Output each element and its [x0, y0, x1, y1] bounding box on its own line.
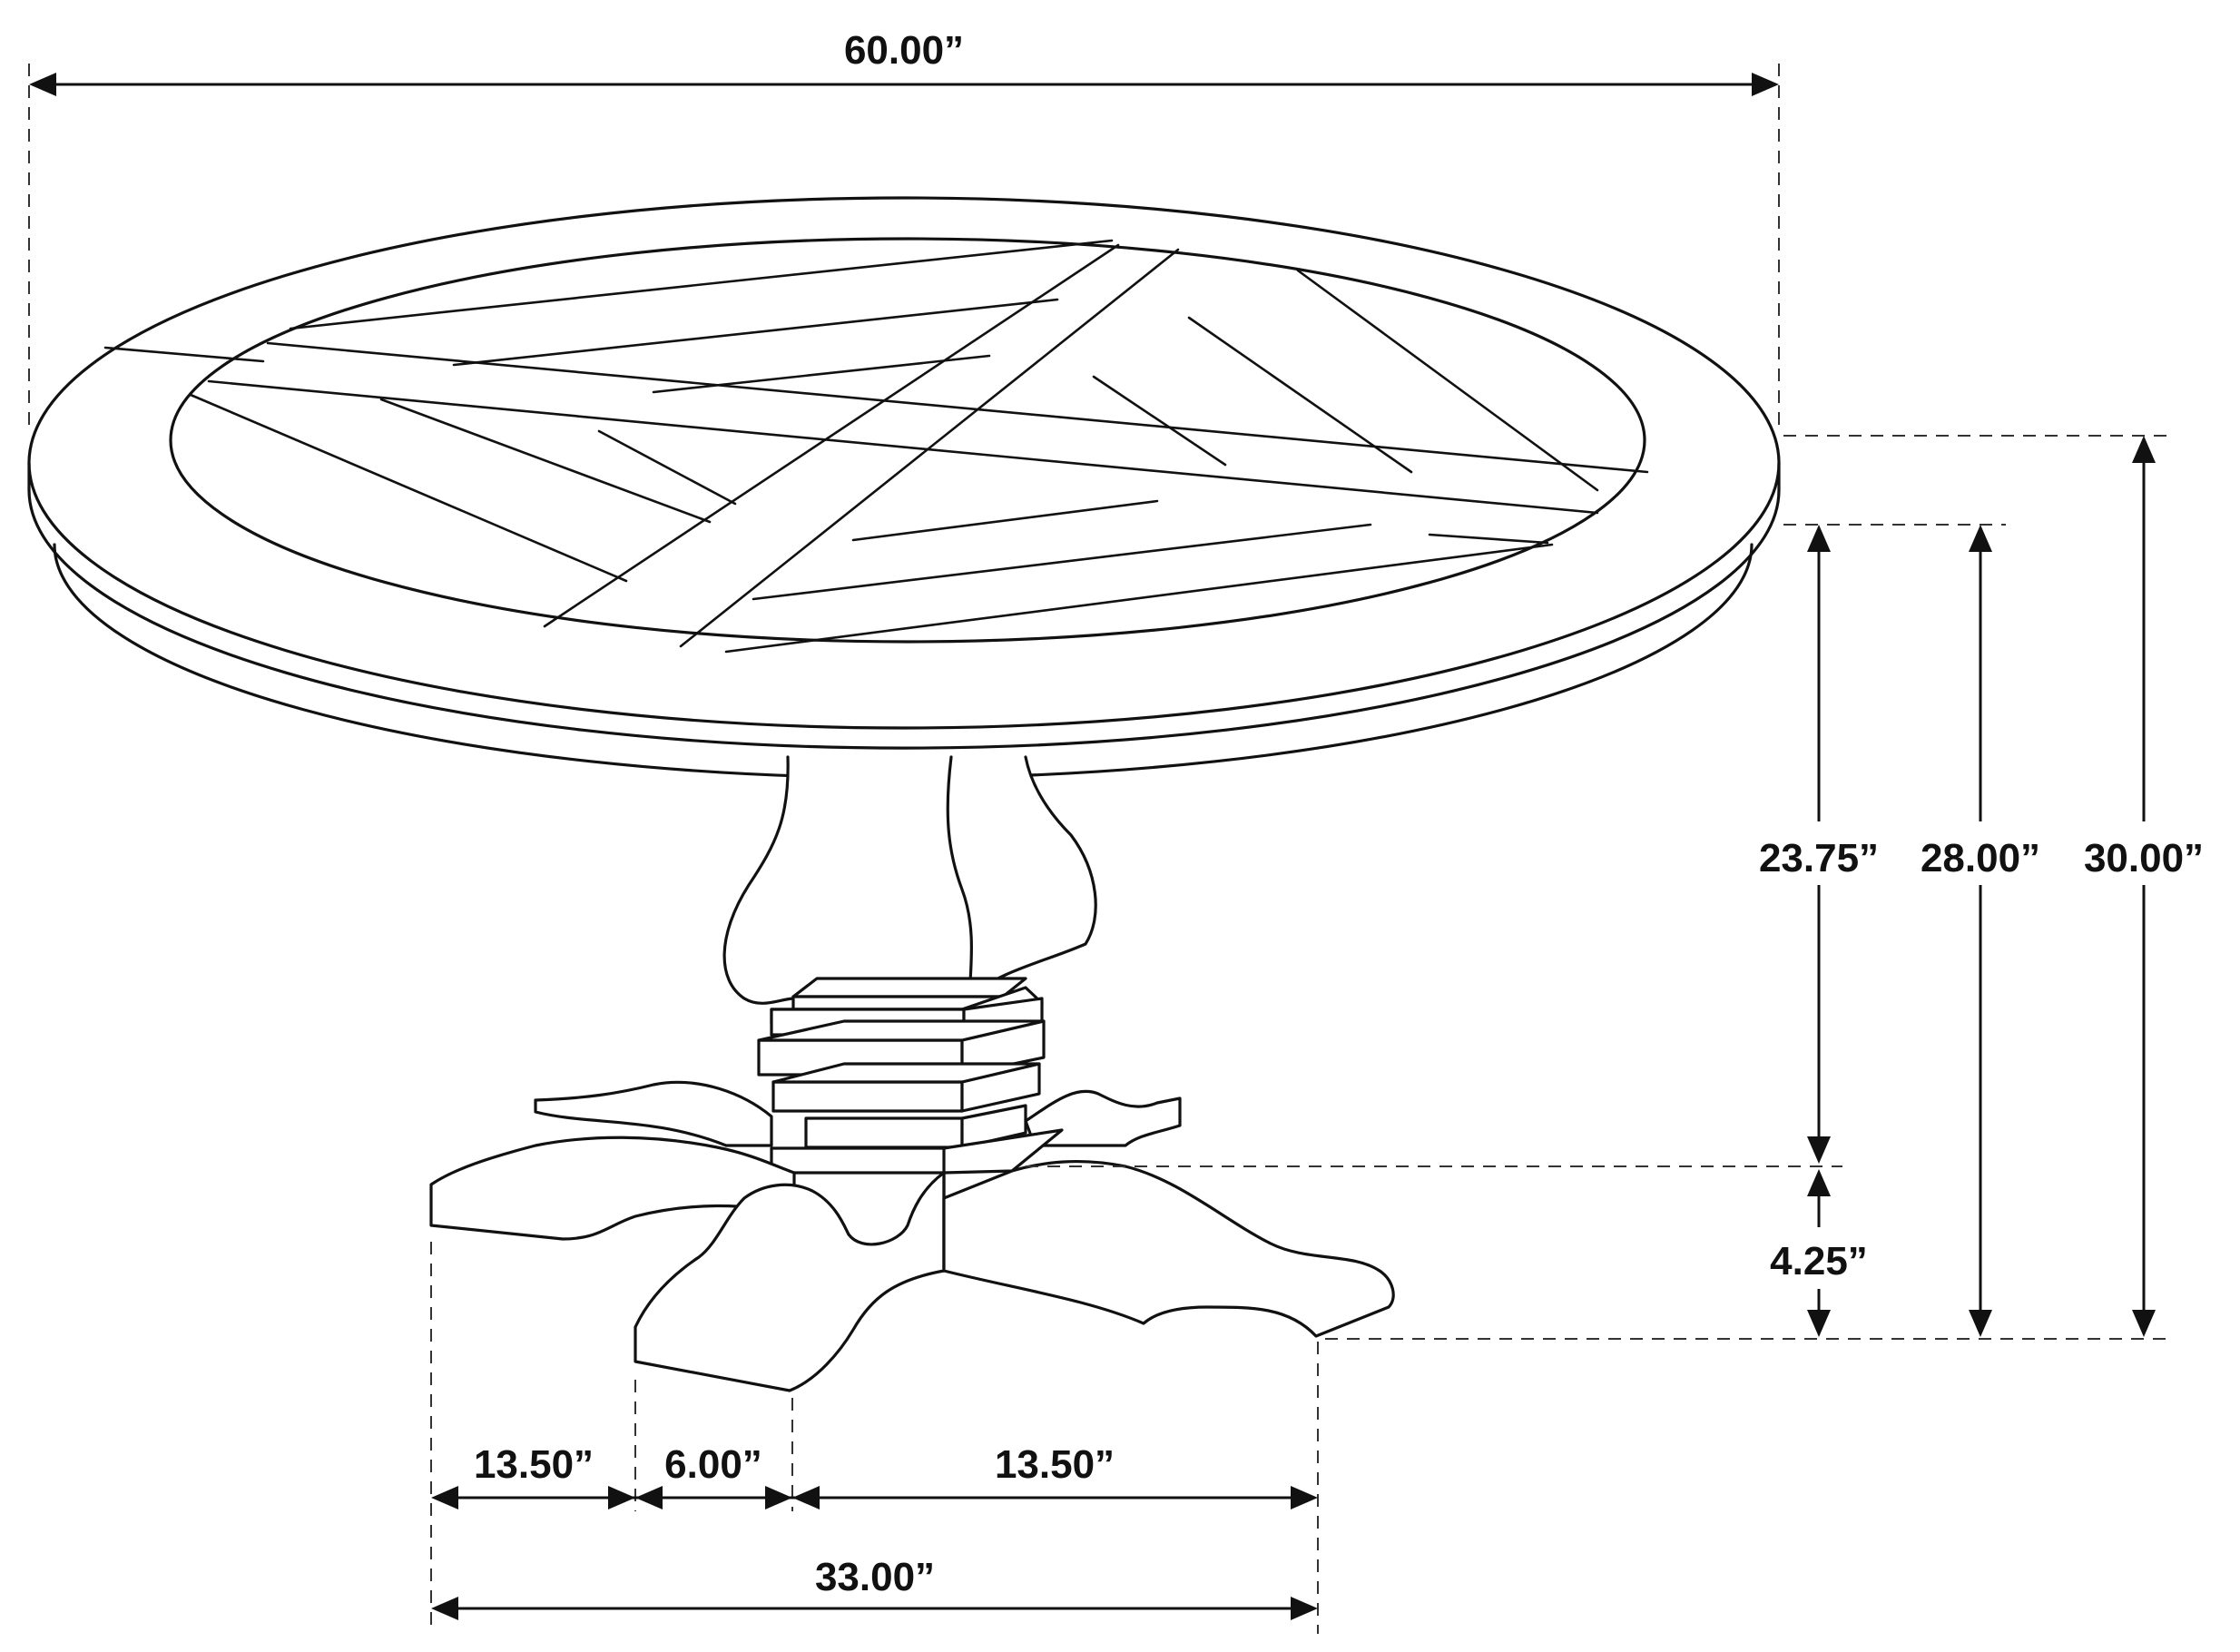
- dim-underside-height: 28.00”: [1906, 525, 2060, 1337]
- label-base-center: 6.00”: [664, 1442, 762, 1487]
- pedestal: [429, 755, 1395, 1392]
- top-underside-edge: [53, 543, 1754, 780]
- leg-front-right: [942, 1159, 1395, 1338]
- leg-front-center: [634, 1171, 946, 1392]
- label-top-width: 60.00”: [844, 28, 964, 73]
- pedestal-baluster: [722, 755, 1097, 1005]
- leg-back-left: [534, 1080, 773, 1147]
- top-outer-rim: [27, 196, 1781, 730]
- extension-lines: [28, 64, 2169, 1634]
- dim-foot-height: 4.25”: [1756, 1169, 1883, 1337]
- label-apron-height: 23.75”: [1759, 836, 1879, 880]
- label-underside-height: 28.00”: [1921, 836, 2040, 880]
- table-top: [27, 196, 1781, 780]
- top-planks: [189, 239, 1649, 654]
- dim-base-total: 33.00”: [431, 1555, 1318, 1620]
- leg-back-right: [1024, 1089, 1182, 1147]
- dim-overall-height: 30.00”: [2069, 436, 2233, 1337]
- dim-top-width: 60.00”: [29, 28, 1779, 96]
- dim-base-segments: 13.50” 6.00” 13.50”: [431, 1442, 1318, 1509]
- dim-apron-height: 23.75”: [1738, 525, 1901, 1164]
- label-overall-height: 30.00”: [2084, 836, 2204, 880]
- label-base-left: 13.50”: [474, 1442, 594, 1487]
- label-base-right: 13.50”: [995, 1442, 1115, 1487]
- top-inner-field: [169, 237, 1646, 644]
- leg-front-left: [429, 1136, 796, 1241]
- label-foot-height: 4.25”: [1770, 1239, 1868, 1283]
- label-base-total: 33.00”: [815, 1555, 935, 1599]
- pedestal-collars: [757, 977, 1046, 1149]
